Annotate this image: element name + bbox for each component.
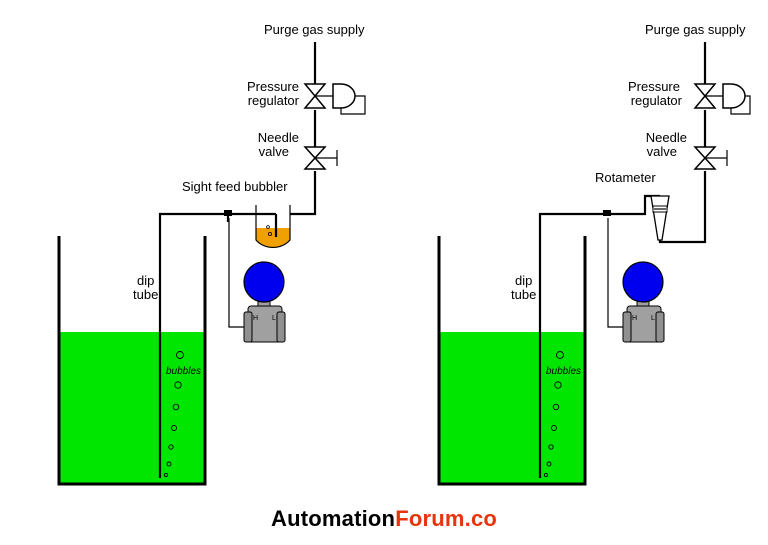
right-needle-label-2: valve <box>647 144 677 159</box>
right-transmitter-l: L <box>651 315 655 322</box>
left-regulator-label-1: Pressure <box>247 79 299 94</box>
left-transmitter-l: L <box>272 315 276 322</box>
right-bubbles-label: bubbles <box>546 366 581 377</box>
right-transmitter-h: H <box>632 315 637 322</box>
right-needle-valve <box>693 146 728 170</box>
left-needle-valve <box>303 146 338 170</box>
right-rotameter-label: Rotameter <box>595 170 656 185</box>
right-tee <box>603 210 611 216</box>
right-dp-transmitter: H L <box>622 261 665 343</box>
right-needle-label-1: Needle <box>646 130 687 145</box>
right-dip-label-2: tube <box>511 287 536 302</box>
left-transmitter-h: H <box>253 315 258 322</box>
left-dip-tube <box>158 212 228 478</box>
left-dp-transmitter: H L <box>243 261 286 343</box>
right-system: H L Purge gas supply Pressure regulator … <box>437 22 751 486</box>
right-regulator-label-1: Pressure <box>628 79 680 94</box>
right-purge-label: Purge gas supply <box>645 22 746 37</box>
right-dip-label-1: dip <box>515 273 532 288</box>
right-transmitter-head <box>622 261 664 303</box>
right-impulse-line <box>607 218 624 328</box>
brand-part1: Automation <box>270 506 396 531</box>
left-tank-liquid <box>60 332 204 483</box>
right-tank-liquid <box>440 332 584 483</box>
left-system: H L Purge gas supply Pressure regulator … <box>57 22 366 486</box>
brand-part2: Forum.co <box>395 506 498 531</box>
left-needle-label-2: valve <box>259 144 289 159</box>
left-regulator-label-2: regulator <box>248 93 300 108</box>
left-needle-label-1: Needle <box>258 130 299 145</box>
left-transmitter-head <box>243 261 285 303</box>
left-bubbler-label: Sight feed bubbler <box>182 179 288 194</box>
left-bubbles-label: bubbles <box>166 366 201 377</box>
brand-watermark: AutomationForum.co <box>0 506 768 532</box>
right-rotameter <box>650 195 670 241</box>
left-bubbles <box>163 351 184 478</box>
left-dip-label-1: dip <box>137 273 154 288</box>
right-regulator-label-2: regulator <box>631 93 683 108</box>
right-pressure-regulator <box>693 83 751 115</box>
left-pressure-regulator <box>303 83 366 115</box>
right-tank <box>437 236 587 486</box>
left-purge-label: Purge gas supply <box>264 22 365 37</box>
left-tank <box>57 236 207 486</box>
left-sight-feed-bubbler <box>255 205 291 248</box>
right-bubbles <box>543 351 564 478</box>
left-impulse-line <box>228 218 245 328</box>
right-dip-tube <box>538 212 608 478</box>
left-dip-label-2: tube <box>133 287 158 302</box>
